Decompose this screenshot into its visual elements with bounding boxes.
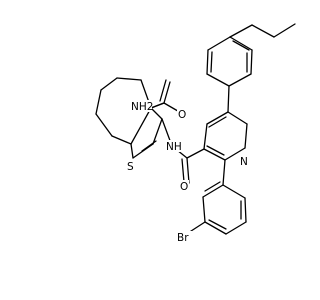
quinoline-benzo-ring — [187, 159, 247, 235]
atom-n-quinoline: N — [240, 156, 248, 168]
structure-canvas: NH2 O NH S O N Br — [95, 23, 296, 244]
molecule-drawing: NH2 O NH S O N Br — [95, 23, 296, 244]
atom-labels: NH2 O NH S O N Br — [126, 100, 249, 244]
atom-br: Br — [177, 232, 189, 244]
atom-s-thiophene: S — [127, 161, 134, 173]
quinoline-pyridine-ring — [203, 111, 248, 161]
atom-o-carboxamide: O — [178, 109, 186, 121]
butyl-chain — [229, 23, 296, 38]
butylphenyl-ring — [206, 36, 253, 113]
atom-nh-linker: NH — [166, 141, 182, 153]
atom-nh2: NH2 — [131, 101, 153, 113]
cycloheptane-ring — [95, 77, 152, 145]
atom-o-amide: O — [180, 181, 188, 193]
